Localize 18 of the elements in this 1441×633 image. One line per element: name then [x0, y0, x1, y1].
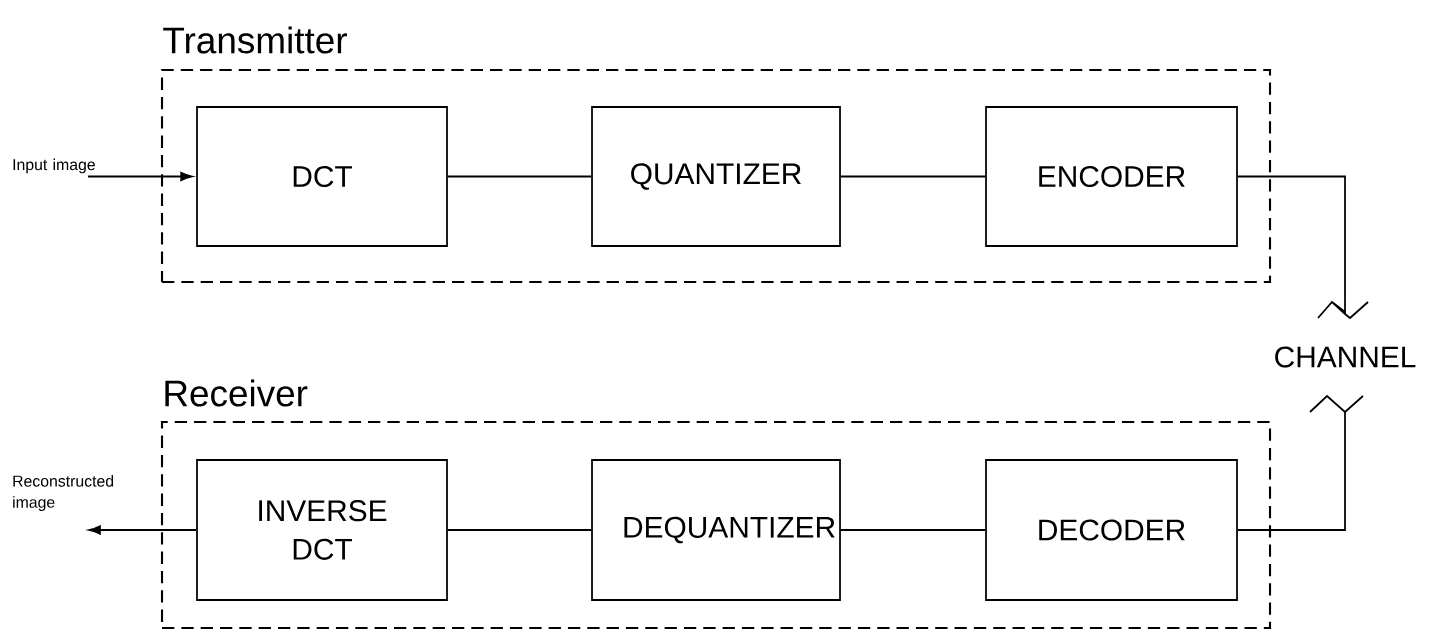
connector — [447, 529, 592, 531]
connector — [88, 525, 197, 535]
process-box: INVERSE DCT — [196, 459, 448, 601]
process-box: ENCODER — [985, 106, 1238, 247]
process-box: DEQUANTIZER — [591, 459, 841, 601]
channel-label: CHANNEL — [1275, 346, 1416, 368]
connector — [1237, 175, 1369, 320]
connector — [447, 175, 592, 178]
connector — [1237, 394, 1364, 531]
group-title: Transmitter — [163, 26, 347, 54]
edge-label: Reconstructed image — [13, 475, 114, 511]
edge-label: Input image — [13, 158, 95, 174]
process-box: QUANTIZER — [591, 106, 841, 247]
group-title: Receiver — [165, 379, 308, 407]
connector — [840, 175, 986, 178]
process-box: DCT — [196, 106, 448, 247]
connector — [840, 529, 986, 531]
process-box: DECODER — [985, 459, 1238, 601]
